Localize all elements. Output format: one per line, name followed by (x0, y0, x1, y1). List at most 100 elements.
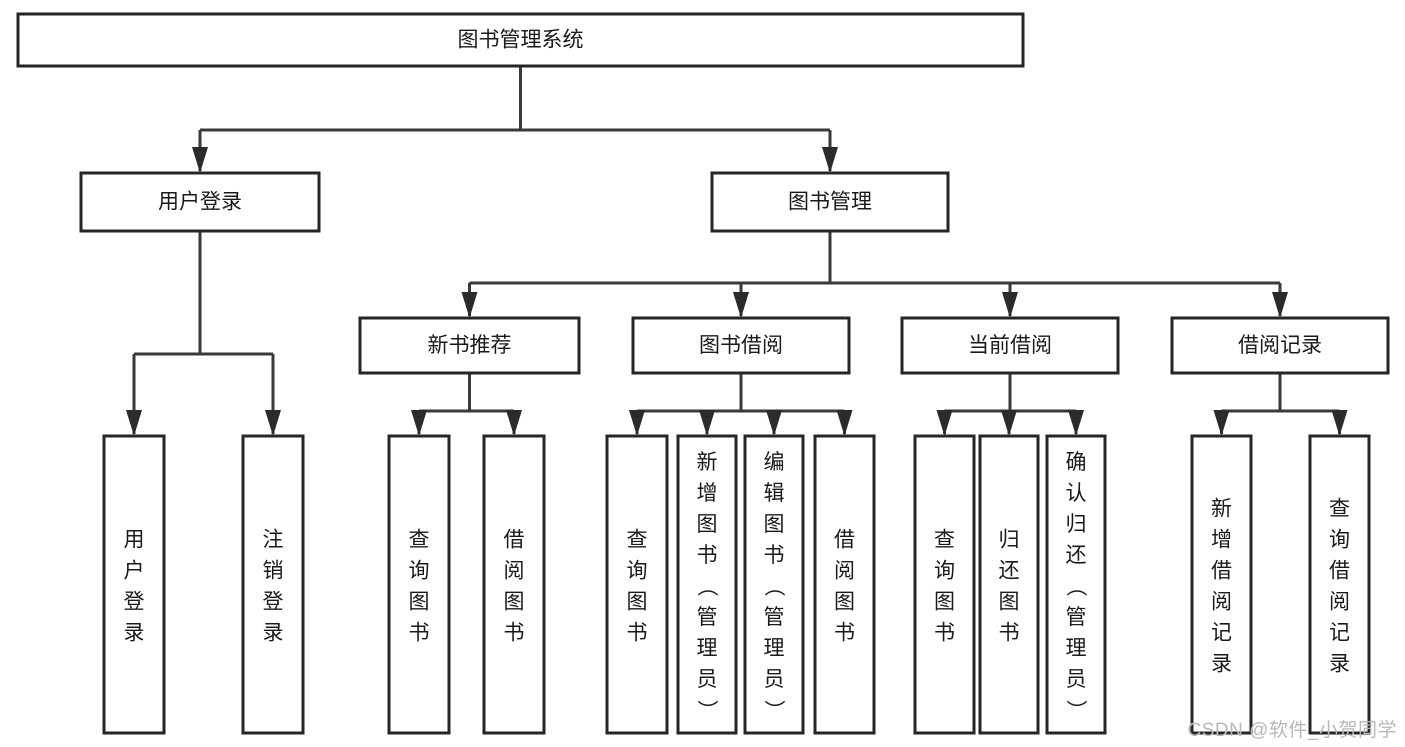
node-box[interactable] (913, 434, 976, 735)
node-label-char: 书 (934, 622, 955, 645)
node-n-user-login[interactable]: 用户登录 (79, 171, 321, 233)
node-label-char: 阅 (1329, 591, 1350, 614)
node-box[interactable] (16, 12, 1025, 68)
node-layer: 图书管理系统用户登录图书管理新书推荐图书借阅当前借阅借阅记录用户登录注销登录查询… (16, 12, 1390, 735)
node-box[interactable] (482, 434, 546, 735)
node-label-char: 归 (1066, 513, 1087, 536)
node-label-char: 借 (1211, 560, 1232, 583)
node-label-char: 户 (124, 560, 145, 583)
node-label-char: 辑 (764, 482, 785, 505)
node-n-book-borrow[interactable]: 图书借阅 (631, 316, 851, 375)
node-box[interactable] (631, 316, 851, 375)
node-label-char: 图 (934, 591, 955, 614)
node-label-char: 图 (504, 591, 525, 614)
node-box[interactable] (710, 171, 950, 233)
node-label-char: ） (695, 700, 718, 721)
node-label-char: 书 (697, 544, 718, 567)
node-box[interactable] (358, 316, 581, 375)
node-label-char: 书 (764, 544, 785, 567)
node-label-char: 编 (764, 451, 785, 474)
node-box[interactable] (1308, 434, 1371, 735)
node-label-char: 确 (1066, 451, 1087, 474)
node-box[interactable] (813, 434, 876, 735)
node-label-char: 员 (1066, 668, 1087, 691)
node-n-current-borrow[interactable]: 当前借阅 (900, 316, 1120, 375)
node-root[interactable]: 图书管理系统 (16, 12, 1025, 68)
node-label-char: 询 (1329, 529, 1350, 552)
node-label-char: ） (1064, 700, 1087, 721)
node-label-char: 管 (1066, 606, 1087, 629)
node-label-char: 阅 (1211, 591, 1232, 614)
node-label-char: 图 (409, 591, 430, 614)
node-label-char: 增 (697, 482, 718, 505)
node-label-char: 记 (1211, 622, 1232, 645)
node-box[interactable] (102, 434, 166, 735)
node-label-char: 录 (263, 622, 284, 645)
node-label-char: 理 (697, 637, 718, 660)
node-box[interactable] (978, 434, 1040, 735)
node-box[interactable] (743, 434, 805, 735)
node-box[interactable] (241, 434, 305, 735)
node-label-char: 新 (1211, 498, 1232, 521)
node-label-char: 查 (409, 529, 430, 552)
node-label-char: 归 (999, 529, 1020, 552)
node-box[interactable] (900, 316, 1120, 375)
node-n-new-book-rec[interactable]: 新书推荐 (358, 316, 581, 375)
node-label: 新书推荐 (428, 334, 512, 357)
node-l-user-login[interactable]: 用户登录 (102, 434, 166, 735)
node-label-char: 销 (263, 560, 284, 583)
node-label-char: （ (762, 576, 785, 597)
node-label-char: 理 (1066, 637, 1087, 660)
node-box[interactable] (387, 434, 451, 735)
node-label-char: 图 (627, 591, 648, 614)
connector-group (411, 373, 522, 436)
node-label-char: 还 (1066, 544, 1087, 567)
node-label-char: 记 (1329, 622, 1350, 645)
node-label-char: 借 (504, 529, 525, 552)
node-label: 借阅记录 (1238, 334, 1322, 357)
node-label: 图书管理系统 (458, 29, 584, 52)
node-n-borrow-record[interactable]: 借阅记录 (1170, 316, 1390, 375)
node-box[interactable] (605, 434, 669, 735)
node-label-char: 登 (263, 591, 284, 614)
node-label-char: 书 (627, 622, 648, 645)
node-label-char: 还 (999, 560, 1020, 583)
node-label: 当前借阅 (968, 334, 1052, 357)
node-n-book-mgmt[interactable]: 图书管理 (710, 171, 950, 233)
node-label-char: ） (762, 700, 785, 721)
node-box[interactable] (1190, 434, 1253, 735)
node-label-char: 管 (697, 606, 718, 629)
node-label-char: （ (695, 576, 718, 597)
node-label-char: 图 (834, 591, 855, 614)
connector-group (1213, 373, 1348, 436)
node-box[interactable] (1045, 434, 1107, 735)
node-label-char: 查 (627, 529, 648, 552)
node-label-char: 书 (834, 622, 855, 645)
node-label-char: 用 (124, 529, 145, 552)
node-label-char: 询 (934, 560, 955, 583)
node-label-char: 书 (409, 622, 430, 645)
node-box[interactable] (79, 171, 321, 233)
node-label-char: 录 (1329, 653, 1350, 676)
node-box[interactable] (1170, 316, 1390, 375)
node-box[interactable] (676, 434, 738, 735)
node-label-char: 增 (1211, 529, 1232, 552)
node-label-char: 员 (764, 668, 785, 691)
node-label-char: 阅 (834, 560, 855, 583)
node-label-char: 录 (1211, 653, 1232, 676)
node-label-char: 阅 (504, 560, 525, 583)
